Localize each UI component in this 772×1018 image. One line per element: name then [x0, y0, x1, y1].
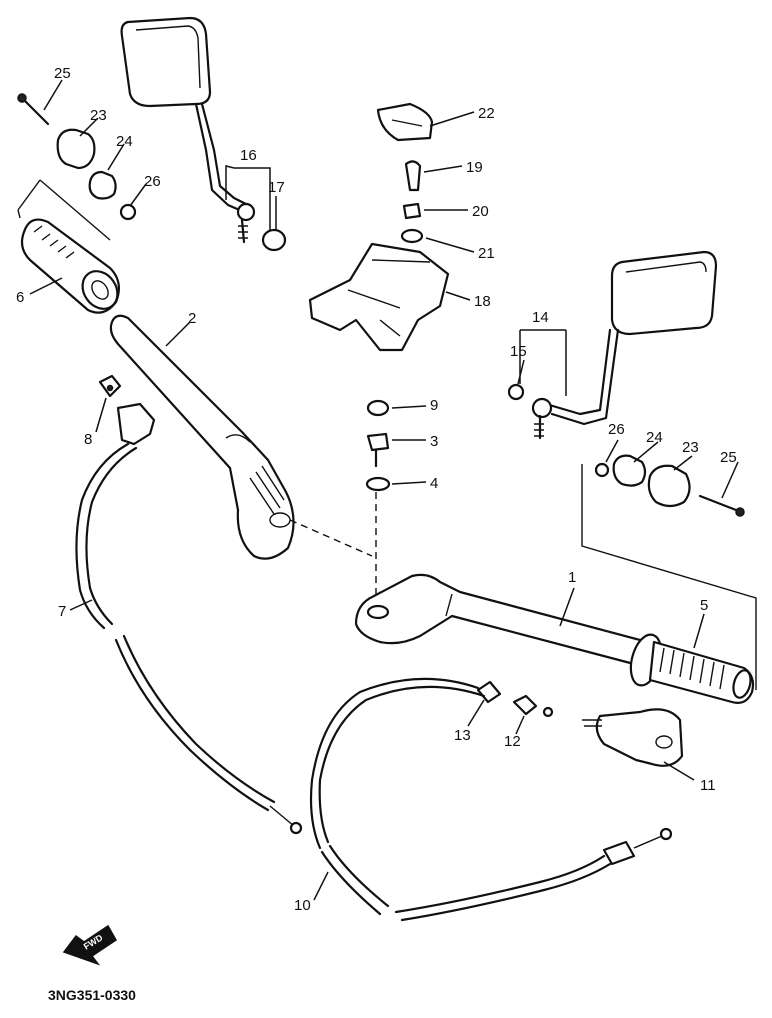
callout-23-right: 23 — [682, 439, 699, 456]
callout-25-left: 25 — [54, 65, 71, 82]
callout-18: 18 — [474, 293, 491, 310]
right-grip — [629, 633, 755, 704]
callout-5: 5 — [700, 597, 708, 614]
left-mirror — [120, 16, 256, 244]
callout-26-left: 26 — [144, 173, 161, 190]
callout-15: 15 — [510, 343, 527, 360]
callout-labels: 1 2 3 4 5 6 7 8 9 10 11 12 13 14 15 16 1… — [16, 65, 737, 914]
callout-1: 1 — [568, 569, 576, 586]
callout-21: 21 — [478, 245, 495, 262]
callout-14: 14 — [532, 309, 549, 326]
callout-20: 20 — [472, 203, 489, 220]
callout-11: 11 — [700, 777, 716, 794]
callout-24-left: 24 — [116, 133, 133, 150]
throttle-cable — [309, 677, 673, 922]
left-grip — [20, 218, 121, 314]
callout-4: 4 — [430, 475, 438, 492]
callout-2: 2 — [188, 310, 196, 327]
callout-13: 13 — [454, 727, 471, 744]
clutch-cable — [75, 374, 303, 835]
callout-8: 8 — [84, 431, 92, 448]
callout-25-right: 25 — [720, 449, 737, 466]
throttle-housing — [476, 680, 684, 767]
callout-16: 16 — [240, 147, 257, 164]
left-handlebar — [109, 314, 295, 560]
callout-10: 10 — [294, 897, 311, 914]
callout-6: 6 — [16, 289, 24, 306]
top-clamp-parts — [308, 102, 450, 352]
left-bar-end-parts — [17, 93, 137, 241]
callout-22: 22 — [478, 105, 495, 122]
right-mirror — [507, 250, 718, 440]
callout-9: 9 — [430, 397, 438, 414]
callout-19: 19 — [466, 159, 483, 176]
right-handlebar — [354, 573, 642, 666]
callout-24-right: 24 — [646, 429, 663, 446]
callout-3: 3 — [430, 433, 438, 450]
mirror-cap-17 — [261, 228, 287, 252]
callout-7: 7 — [58, 603, 66, 620]
callout-17: 17 — [268, 179, 285, 196]
callout-26-right: 26 — [608, 421, 625, 438]
diagram-code: 3NG351-0330 — [48, 987, 136, 1003]
fwd-arrow-icon: FWD — [62, 924, 117, 966]
callout-12: 12 — [504, 733, 521, 750]
callout-23-left: 23 — [90, 107, 107, 124]
bolts-center — [289, 399, 391, 604]
right-bar-end-parts — [581, 454, 757, 690]
leader-lines — [29, 79, 739, 901]
